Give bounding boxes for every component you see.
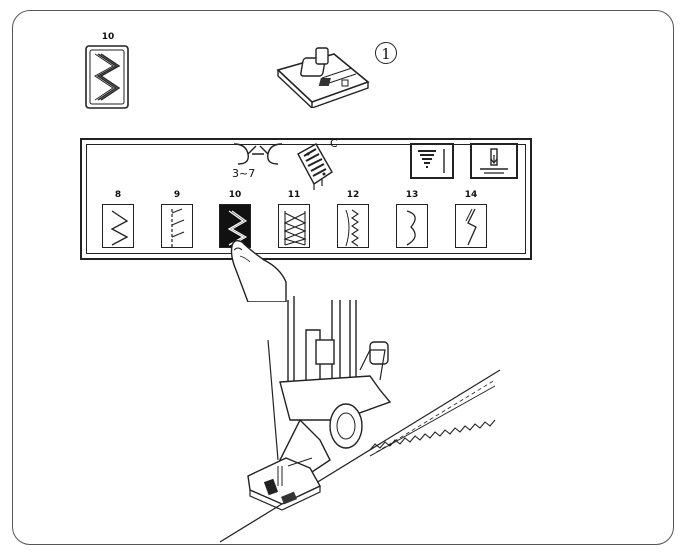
pattern-label-14: 14 bbox=[464, 190, 478, 200]
pattern-label-13: 13 bbox=[405, 190, 419, 200]
foot-number-label: 1 bbox=[375, 42, 397, 64]
twin-needle-icon bbox=[233, 143, 283, 165]
pattern-label-9: 9 bbox=[173, 190, 181, 200]
needle-plate-letter: C bbox=[330, 137, 338, 150]
pattern-key-11[interactable] bbox=[278, 204, 310, 248]
stretch-zigzag-stitch-icon bbox=[345, 209, 359, 247]
pattern-label-12: 12 bbox=[346, 190, 360, 200]
needle-plate-icon bbox=[297, 143, 333, 190]
selected-pattern-number: 10 bbox=[101, 32, 115, 42]
finger-pointer-icon bbox=[230, 239, 287, 302]
pattern-label-8: 8 bbox=[114, 190, 122, 200]
tension-dial-icon bbox=[418, 149, 445, 173]
pattern-key-12[interactable] bbox=[337, 204, 369, 248]
lightning-stitch-icon bbox=[465, 208, 477, 246]
tension-button[interactable] bbox=[410, 143, 454, 179]
needle-up-down-icon bbox=[480, 148, 508, 174]
needle-up-down-button[interactable] bbox=[470, 143, 518, 179]
lcd-inner-border bbox=[86, 144, 526, 254]
overlock-stitch-icon bbox=[283, 211, 307, 246]
pattern-label-10: 10 bbox=[228, 190, 242, 200]
sewing-foot-illustration bbox=[220, 296, 501, 543]
presser-foot-icon bbox=[276, 47, 370, 108]
illustration-frame bbox=[12, 10, 674, 545]
pattern-label-11: 11 bbox=[287, 190, 301, 200]
wave-stitch-icon bbox=[406, 210, 416, 246]
stitch-width-range: 3~7 bbox=[232, 167, 256, 180]
triple-zigzag-key-icon bbox=[227, 210, 248, 246]
pattern-key-13[interactable] bbox=[396, 204, 428, 248]
zigzag-stitch-icon bbox=[110, 210, 129, 246]
lcd-screen bbox=[80, 138, 532, 260]
triple-zigzag-stitch-icon bbox=[85, 45, 129, 109]
blind-hem-stitch-icon bbox=[171, 208, 185, 247]
pattern-key-9[interactable] bbox=[161, 204, 193, 248]
pattern-key-8[interactable] bbox=[102, 204, 134, 248]
pattern-key-14[interactable] bbox=[455, 204, 487, 248]
